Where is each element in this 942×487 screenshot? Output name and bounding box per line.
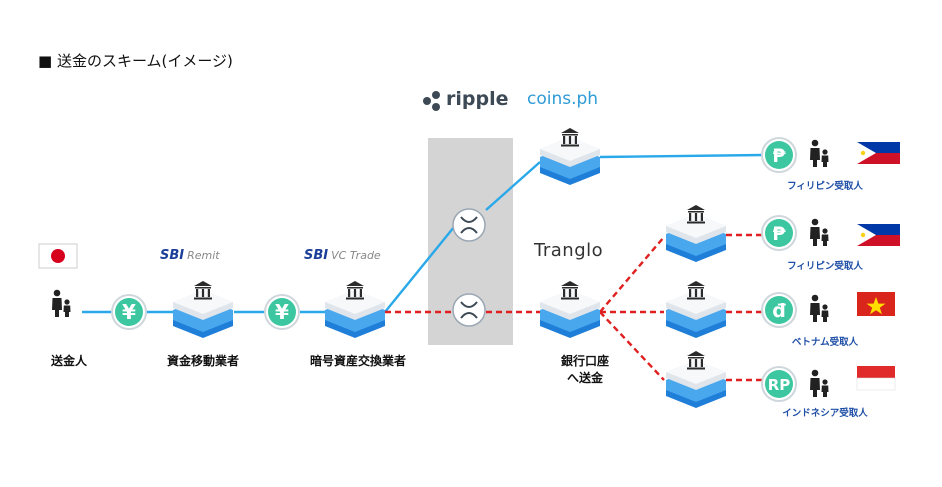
person-icon [52, 289, 71, 317]
sender-label: 送金人 [50, 354, 87, 368]
flag-icon [857, 292, 895, 316]
person-icon [810, 294, 829, 322]
peso-icon [761, 215, 797, 251]
red-flow-lines [385, 233, 763, 382]
bank-icon [666, 205, 726, 262]
yen-icon [264, 294, 300, 330]
xrp-icon [452, 293, 486, 327]
ripple-logo-icon [423, 91, 440, 111]
receiver-label: インドネシア受取人 [782, 408, 868, 419]
person-icon [810, 139, 829, 167]
receiver-label: フィリピン受取人 [787, 181, 863, 192]
tranglo-logo: Tranglo [534, 240, 604, 261]
sbi-remit-text: Remit [187, 249, 220, 262]
receiver-label: ベトナム受取人 [791, 337, 859, 348]
sbi-vc-text: VC Trade [331, 249, 381, 262]
yen-symbol: ¥ [275, 300, 289, 324]
yen-icon [111, 294, 147, 330]
bank-icon [666, 281, 726, 338]
dong-symbol: đ [772, 300, 786, 322]
fund-transfer-label: 資金移動業者 [166, 354, 239, 368]
bank-icon [173, 281, 233, 338]
page-title: ■ 送金のスキーム(イメージ) [38, 52, 233, 70]
flag-icon [857, 142, 900, 164]
peso-symbol: ₱ [772, 145, 786, 167]
sbi-mark: SBI [304, 248, 329, 263]
person-icon [810, 369, 829, 397]
coins-ph-logo: coins.ph [527, 89, 599, 109]
bank-icon [666, 351, 726, 408]
yen-symbol: ¥ [122, 300, 136, 324]
bank-icon [540, 128, 600, 185]
flag-icon [857, 224, 900, 246]
dong-icon [761, 292, 797, 328]
flag-icon [38, 243, 78, 269]
peso-symbol: ₱ [772, 223, 786, 245]
bank-transfer-label-line2: へ送金 [566, 371, 603, 385]
person-icon [810, 218, 829, 246]
bank-icon [325, 281, 385, 338]
peso-icon [761, 137, 797, 173]
blue-flow-lines [82, 153, 764, 314]
bank-transfer-label-line1: 銀行口座 [560, 354, 609, 368]
bank-icon [540, 281, 600, 338]
flag-icon [856, 366, 896, 391]
rupiah-symbol: RP [768, 376, 791, 394]
crypto-exchange-label: 暗号資産交換業者 [309, 354, 406, 368]
sbi-mark: SBI [160, 248, 185, 263]
rupiah-icon [761, 366, 797, 402]
xrp-icon [452, 208, 486, 242]
receiver-label: フィリピン受取人 [787, 261, 863, 272]
ripple-logo: ripple [446, 88, 509, 110]
